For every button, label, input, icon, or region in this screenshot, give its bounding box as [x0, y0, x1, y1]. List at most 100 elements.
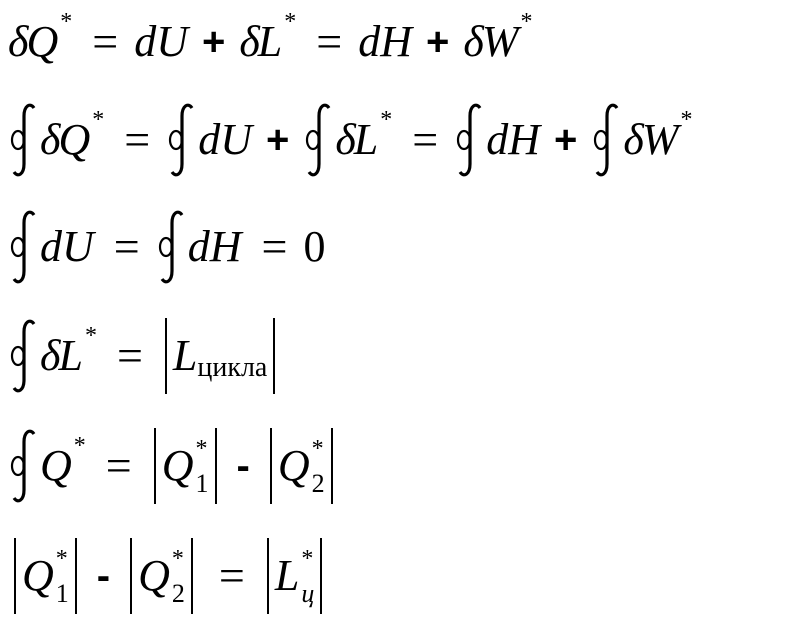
var-Q: Q — [138, 551, 170, 600]
contour-integral-icon — [8, 100, 42, 180]
equation-line-4: δ L * = L цикла — [8, 316, 281, 396]
var-Q: Q — [161, 441, 194, 490]
superscript-star: * — [84, 323, 97, 349]
minus-sign: - — [236, 444, 250, 488]
var-Q: Q — [58, 115, 91, 164]
equation-line-5: Q * = Q * 1 - Q * 2 — [8, 426, 339, 506]
absolute-value-bar — [273, 318, 276, 394]
subscript-two: 2 — [171, 579, 185, 608]
absolute-value-bar — [330, 428, 333, 504]
subscript-one: 1 — [195, 469, 209, 498]
var-Q: Q — [22, 551, 54, 600]
var-d: d — [187, 222, 210, 271]
contour-integral-icon — [8, 316, 42, 396]
superscript-star: * — [60, 9, 73, 35]
var-Q: Q — [26, 17, 59, 66]
plus-sign: + — [554, 118, 578, 162]
equals-sign: = — [316, 16, 343, 67]
sup-sub-pair: * 1 — [196, 437, 209, 497]
sup-sub-pair: * ц — [301, 547, 314, 607]
contour-integral-icon — [454, 100, 488, 180]
equation-line-1: δ Q * = d U + δ L * = d H + δ W * — [8, 2, 532, 82]
superscript-star: * — [380, 107, 393, 133]
sup-sub-pair: * 2 — [172, 547, 185, 607]
superscript-star: * — [284, 9, 297, 35]
delta-symbol: δ — [239, 17, 260, 66]
contour-integral-icon — [591, 100, 625, 180]
absolute-value-bar — [164, 318, 167, 394]
absolute-value-bar — [14, 538, 16, 614]
absolute-value-bar — [266, 538, 269, 614]
var-L: L — [353, 115, 379, 164]
var-d: d — [198, 115, 221, 164]
number-zero: 0 — [303, 222, 326, 271]
plus-sign: + — [265, 118, 290, 162]
equation-line-6: Q * 1 - Q * 2 = L * ц — [8, 536, 328, 616]
absolute-value-bar — [269, 428, 272, 504]
equals-sign: = — [218, 550, 245, 601]
var-W: W — [641, 115, 679, 164]
var-W: W — [481, 17, 519, 66]
contour-integral-icon — [156, 207, 190, 287]
superscript-star: * — [680, 107, 693, 133]
subscript-two: 2 — [311, 469, 325, 498]
var-d: d — [486, 115, 509, 164]
absolute-value-bar — [214, 428, 217, 504]
var-Q: Q — [277, 441, 310, 490]
var-H: H — [508, 115, 540, 164]
equation-line-3: d U = d H = 0 — [8, 207, 325, 287]
var-L: L — [257, 17, 283, 66]
equals-sign: = — [113, 221, 140, 272]
var-H: H — [209, 222, 242, 271]
superscript-star: * — [92, 107, 105, 133]
var-Q: Q — [40, 441, 72, 490]
plus-sign: + — [426, 20, 450, 64]
delta-symbol: δ — [40, 331, 61, 380]
equals-sign: = — [105, 440, 132, 491]
var-L: L — [274, 551, 300, 600]
var-L: L — [58, 331, 83, 380]
absolute-value-bar — [153, 428, 156, 504]
absolute-value-bar — [190, 538, 193, 614]
superscript-star: * — [311, 436, 324, 462]
var-d: d — [358, 17, 381, 66]
var-U: U — [156, 17, 188, 66]
superscript-star: * — [195, 436, 208, 462]
equals-sign: = — [92, 16, 119, 67]
var-U: U — [220, 115, 252, 164]
absolute-value-bar — [130, 538, 133, 614]
equation-line-2: δ Q * = d U + δ L * = d H + δ W * — [8, 100, 692, 180]
minus-sign: - — [96, 554, 111, 598]
sup-sub-pair: * 2 — [312, 437, 325, 497]
superscript-star: * — [55, 546, 68, 572]
equals-sign: = — [116, 330, 143, 381]
absolute-value-bar — [74, 538, 77, 614]
superscript-star: * — [171, 546, 184, 572]
superscript-star: * — [73, 433, 86, 459]
delta-symbol: δ — [463, 17, 484, 66]
delta-symbol: δ — [40, 115, 61, 164]
var-H: H — [380, 17, 412, 66]
var-d: d — [134, 17, 157, 66]
contour-integral-icon — [303, 100, 337, 180]
subscript-one: 1 — [55, 579, 69, 608]
contour-integral-icon — [166, 100, 200, 180]
var-L: L — [172, 331, 198, 380]
superscript-star: * — [301, 546, 314, 572]
var-U: U — [62, 222, 94, 271]
equals-sign: = — [261, 221, 288, 272]
subscript-cycle: цикла — [197, 352, 268, 383]
delta-symbol: δ — [623, 115, 644, 164]
equals-sign: = — [412, 114, 439, 165]
equals-sign: = — [124, 114, 151, 165]
contour-integral-icon — [8, 207, 42, 287]
contour-integral-icon — [8, 426, 42, 506]
var-d: d — [40, 222, 62, 271]
sup-sub-pair: * 1 — [56, 547, 69, 607]
plus-sign: + — [201, 20, 226, 64]
delta-symbol: δ — [335, 115, 356, 164]
superscript-star: * — [520, 9, 533, 35]
delta-symbol: δ — [8, 17, 29, 66]
subscript-c: ц — [301, 579, 315, 608]
absolute-value-bar — [320, 538, 323, 614]
